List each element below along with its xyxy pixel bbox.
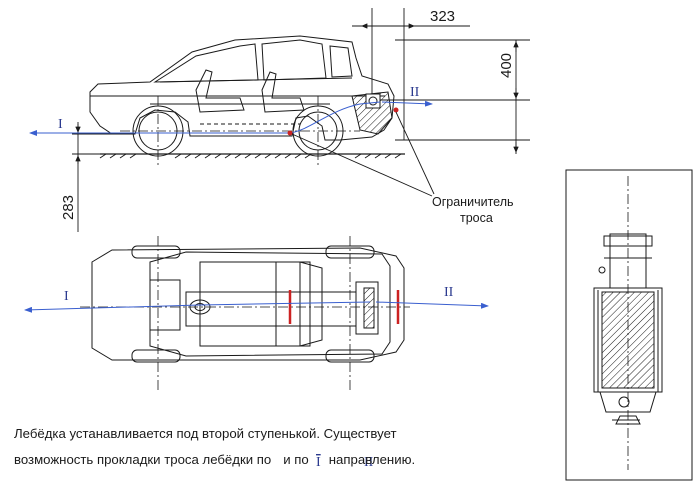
- cable-limiter-marker: [287, 130, 293, 136]
- winch-box-side: [365, 93, 381, 109]
- car-top-outline: [91, 247, 405, 361]
- winch-detail-panel: [565, 169, 693, 481]
- caption-line-1: Лебёдка устанавливается под второй ступе…: [14, 426, 397, 441]
- car-body-outline: [89, 35, 395, 141]
- caption-line-2-end: направлению.: [328, 452, 416, 467]
- direction-label-ii-top: II: [444, 285, 454, 300]
- direction-label-i: I: [58, 117, 63, 132]
- callout-label-line1: Ограничитель: [432, 195, 514, 209]
- direction-label-ii: II: [410, 85, 420, 100]
- wheel-front-right: [131, 349, 181, 363]
- caption-direction-i: I: [316, 455, 321, 470]
- caption-line-2-mid: и по: [283, 452, 309, 467]
- cable-path-top: [24, 301, 489, 313]
- caption-line-2-start: возможность прокладки троса лебёдки по: [14, 452, 272, 467]
- cable-limiter-marks: [288, 290, 400, 324]
- callout-leaders: [291, 111, 435, 197]
- dimension-323: 323: [430, 8, 455, 25]
- cable-limiter-marker: [393, 107, 399, 113]
- direction-label-i-top: I: [64, 289, 69, 304]
- dimension-400: 400: [498, 53, 515, 78]
- winch-top: [363, 287, 375, 329]
- side-view: [89, 35, 405, 168]
- detail-frame: [565, 169, 693, 481]
- side-view-dimensions: [72, 8, 530, 232]
- top-view: [80, 236, 410, 390]
- wheel-front-left: [131, 245, 181, 259]
- caption-direction-ii: II: [364, 455, 374, 470]
- dimension-283: 283: [60, 195, 77, 220]
- caption-line-2: возможность прокладки троса лебёдки по и …: [14, 452, 415, 467]
- callout-label-line2: троса: [460, 211, 493, 225]
